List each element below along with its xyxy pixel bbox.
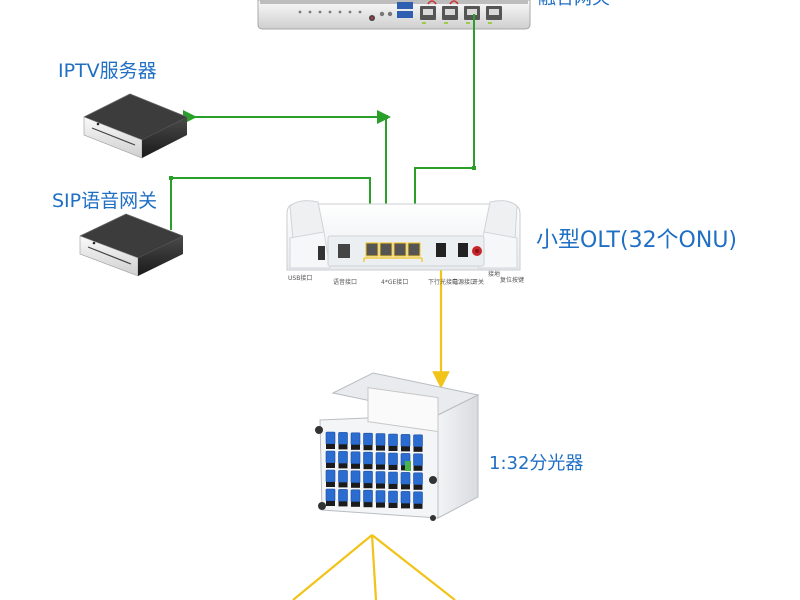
splitter-port-boot (413, 503, 423, 509)
splitter-port (375, 433, 386, 446)
splitter-port-boot (413, 446, 423, 452)
olt-ports (318, 242, 482, 260)
splitter-port (338, 489, 348, 502)
splitter-device (315, 372, 480, 521)
splitter-port-boot (388, 465, 398, 470)
splitter-port (413, 491, 423, 505)
splitter-info-label (367, 387, 439, 433)
splitter-label: 1:32分光器 (489, 453, 584, 474)
splitter-port (400, 491, 411, 504)
splitter-port-boot (363, 445, 373, 451)
fiber-links (292, 250, 456, 600)
olt-label: 小型OLT(32个ONU) (536, 228, 738, 253)
splitter-port (375, 452, 386, 465)
splitter-port-boot (388, 446, 398, 451)
splitter-port-boot (363, 483, 373, 489)
splitter-port-boot (326, 482, 335, 487)
splitter-port (388, 433, 398, 447)
splitter-ports (325, 431, 423, 509)
splitter-port (375, 490, 386, 503)
splitter-port-boot (401, 503, 410, 509)
olt-voice-port-label: 语音接口 (333, 278, 357, 286)
splitter-port (325, 488, 336, 502)
splitter-port (388, 452, 398, 466)
olt-ge-port-label: 4*GE接口 (381, 278, 408, 286)
olt-ground-label: 接地 (488, 270, 500, 278)
olt-power-port-label: 电源接口 (452, 278, 476, 286)
sip-voice-gateway-device (79, 213, 184, 277)
splitter-port (400, 434, 411, 447)
sip-gateway-label: SIP语音网关 (52, 190, 158, 212)
splitter-port (338, 451, 348, 464)
splitter-port-boot (338, 463, 348, 469)
splitter-port-boot (363, 464, 373, 470)
splitter-port (350, 489, 361, 503)
splitter-port (388, 490, 398, 504)
olt-reset-label: 复位按键 (500, 276, 524, 284)
splitter-port (413, 472, 423, 486)
splitter-port-boot (376, 464, 385, 470)
splitter-port (350, 470, 361, 484)
splitter-port (350, 451, 361, 465)
splitter-port (363, 470, 373, 484)
splitter-port-boot (338, 501, 348, 507)
splitter-port (375, 471, 386, 484)
iptv-server-label: IPTV服务器 (58, 60, 157, 82)
splitter-port-boot (413, 484, 423, 490)
splitter-drop-fiber-2 (370, 534, 378, 600)
splitter-port-boot (363, 502, 373, 508)
splitter-port (363, 451, 373, 465)
splitter-port (338, 432, 348, 445)
splitter-port-boot (351, 501, 360, 507)
splitter-port-boot (388, 484, 398, 489)
iptv-server-device (83, 93, 188, 159)
splitter-port (363, 432, 373, 446)
converged-gateway-device (257, 0, 531, 30)
splitter-port-boot (376, 502, 385, 508)
converged-gateway-label: 融合网关 (538, 0, 610, 8)
splitter-port-boot (338, 444, 348, 450)
splitter-port-boot (338, 482, 348, 488)
olt-pon-port-label: 下行光接口 (428, 278, 458, 286)
splitter-port-boot (326, 444, 335, 449)
olt-switch-label: 开关 (472, 278, 484, 286)
splitter-port (400, 472, 411, 485)
olt-usb-port-label: USB接口 (288, 274, 312, 282)
splitter-port-boot (413, 465, 423, 471)
splitter-port (413, 434, 423, 448)
splitter-drop-fiber-3 (371, 534, 456, 600)
splitter-port-boot (351, 482, 360, 488)
splitter-port-boot (401, 446, 410, 452)
splitter-port (363, 489, 373, 503)
splitter-port-boot (351, 463, 360, 469)
splitter-port-boot (351, 444, 360, 450)
splitter-drop-fiber-1 (292, 534, 373, 600)
splitter-port-boot (376, 445, 385, 451)
small-olt-device: USB接口 语音接口 4*GE接口 下行光接口 电源接口 开关 接地 复位按键 (286, 200, 524, 286)
splitter-port (325, 431, 336, 445)
splitter-port (413, 453, 423, 467)
splitter-port (325, 469, 336, 483)
splitter-port (338, 470, 348, 483)
splitter-port-boot (388, 503, 398, 508)
splitter-port (350, 432, 361, 446)
splitter-port-boot (401, 484, 410, 490)
splitter-port (325, 450, 336, 464)
splitter-port (388, 471, 398, 485)
splitter-port-boot (326, 501, 335, 506)
splitter-port-boot (326, 463, 335, 468)
splitter-port-boot (376, 483, 385, 489)
